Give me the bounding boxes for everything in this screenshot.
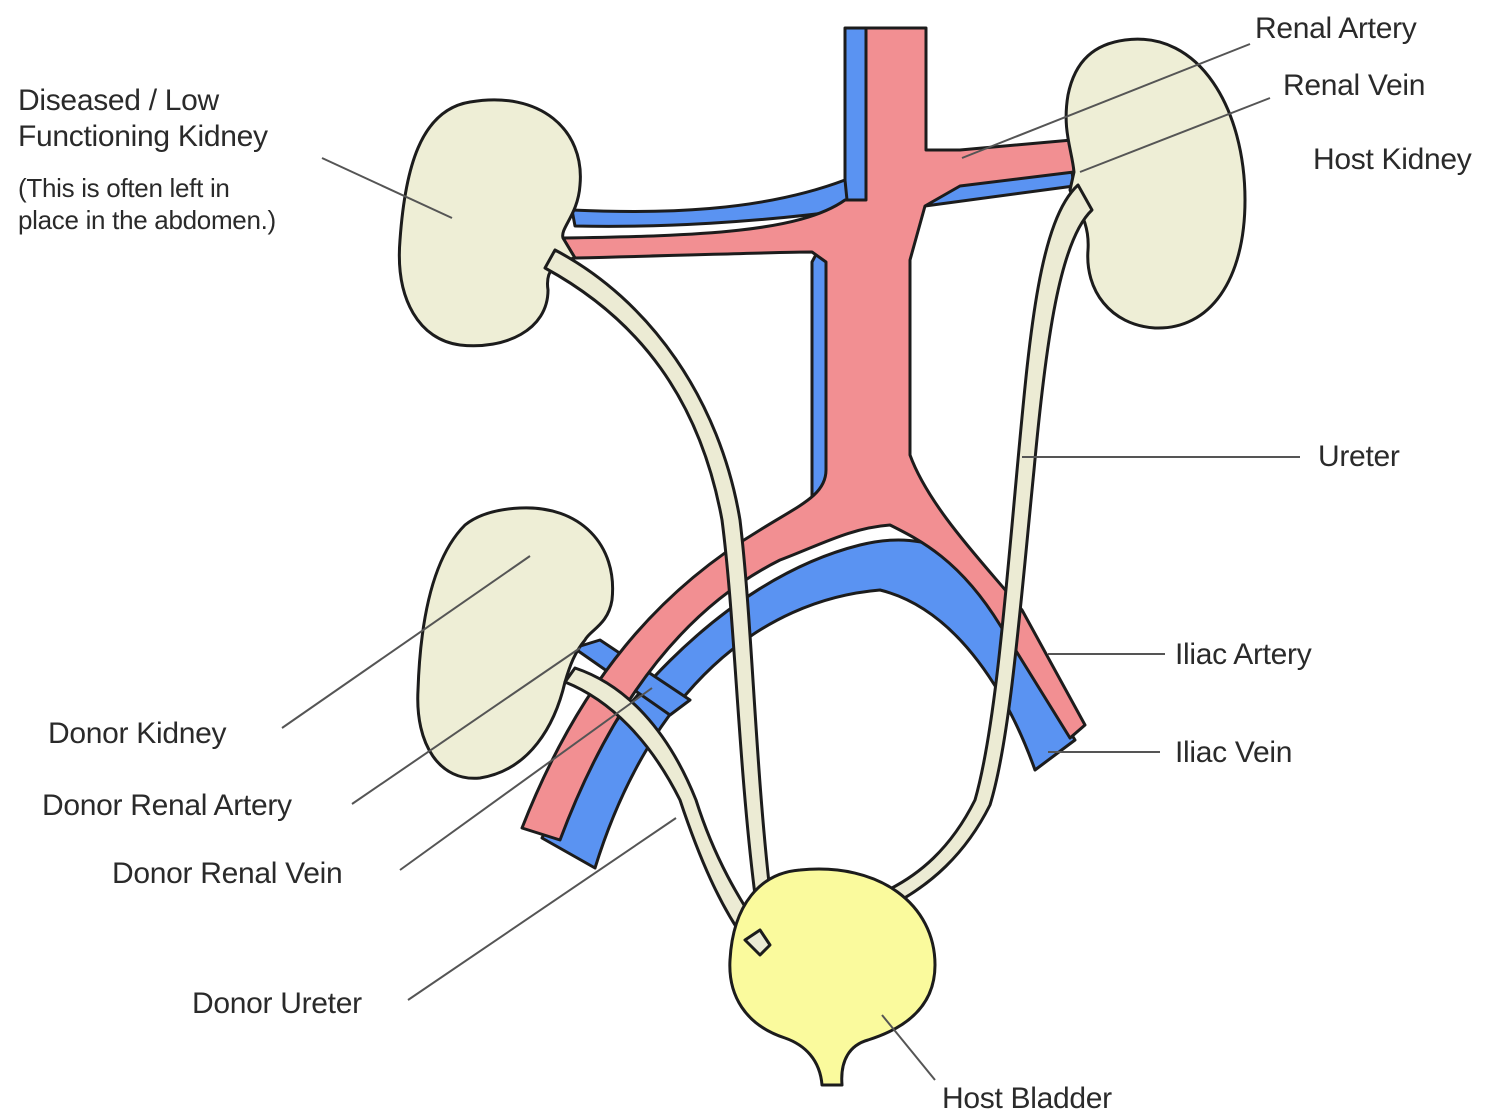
label-ureter: Ureter	[1318, 440, 1400, 474]
label-diseased-note-line1: (This is often left in	[18, 172, 230, 204]
host-kidney	[1066, 39, 1245, 328]
label-iliac-artery: Iliac Artery	[1175, 638, 1311, 672]
label-host-kidney: Host Kidney	[1313, 143, 1471, 177]
label-donor-kidney: Donor Kidney	[48, 717, 226, 751]
leader-donor-ureter	[408, 818, 676, 1000]
diseased-kidney	[399, 100, 580, 346]
label-iliac-vein: Iliac Vein	[1175, 736, 1292, 770]
label-donor-ureter: Donor Ureter	[192, 987, 362, 1021]
host-bladder	[730, 869, 935, 1085]
leader-host-bladder	[882, 1015, 935, 1080]
label-renal-artery: Renal Artery	[1255, 12, 1416, 46]
bladder-group	[730, 869, 935, 1085]
label-diseased-note-line2: place in the abdomen.)	[18, 204, 276, 236]
label-renal-vein: Renal Vein	[1283, 69, 1425, 103]
label-diseased-kidney-line2: Functioning Kidney	[18, 120, 268, 154]
label-diseased-kidney-line1: Diseased / Low	[18, 84, 219, 118]
label-host-bladder: Host Bladder	[942, 1082, 1112, 1116]
label-donor-renal-vein: Donor Renal Vein	[112, 857, 342, 891]
label-donor-renal-artery: Donor Renal Artery	[42, 789, 292, 823]
